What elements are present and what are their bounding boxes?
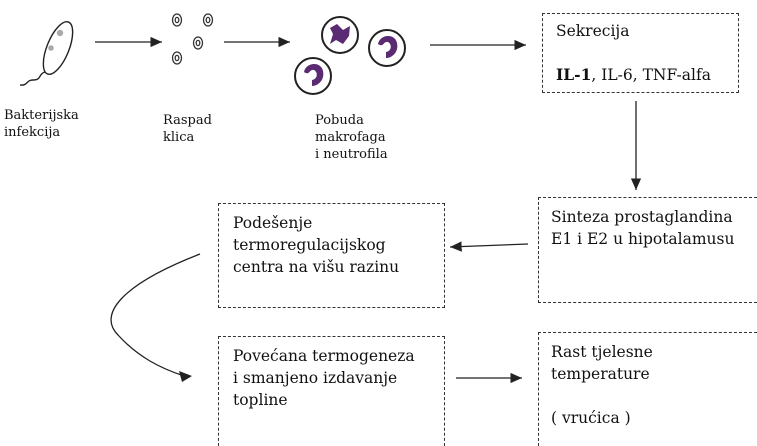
box-thermogenesis: Povećana termogeneza i smanjeno izdavanj…: [218, 336, 445, 446]
box-secretion: Sekrecija IL-1, IL-6, TNF-alfa: [542, 13, 739, 93]
thermogenesis-text: Povećana termogeneza i smanjeno izdavanj…: [233, 347, 415, 409]
pathogen-fragments-icon: [171, 13, 214, 65]
cytokine-rest: , IL-6, TNF-alfa: [591, 66, 711, 84]
arrow-prostaglandin-to-thermoregulation: [449, 241, 529, 252]
secretion-cytokines: IL-1, IL-6, TNF-alfa: [556, 64, 711, 86]
thermoregulation-text: Podešenje termoregulacijskog centra na v…: [233, 214, 400, 276]
immune-cells-icon: [294, 16, 406, 95]
arrows: [95, 36, 642, 384]
box-thermoregulation: Podešenje termoregulacijskog centra na v…: [218, 203, 445, 308]
fever-text: ( vrućica ): [551, 409, 631, 427]
label-bacterial-infection: Bakterijska infekcija: [4, 108, 79, 140]
secretion-title: Sekrecija: [556, 22, 630, 40]
curve-thermoregulation-to-thermogenesis: [110, 253, 201, 382]
temperature-text: Rast tjelesne temperature: [551, 343, 653, 383]
box-temperature: Rast tjelesne temperature ( vrućica ): [538, 332, 757, 446]
prostaglandin-text: Sinteza prostaglandina E1 i E2 u hipotal…: [551, 208, 735, 248]
label-pathogen-breakdown: Raspad klica: [163, 113, 212, 145]
cytokine-il1: IL-1: [556, 65, 592, 84]
label-macrophage-activation: Pobuda makrofaga i neutrofila: [315, 113, 388, 162]
box-prostaglandin: Sinteza prostaglandina E1 i E2 u hipotal…: [538, 197, 757, 303]
bacterium-icon: [19, 21, 74, 86]
